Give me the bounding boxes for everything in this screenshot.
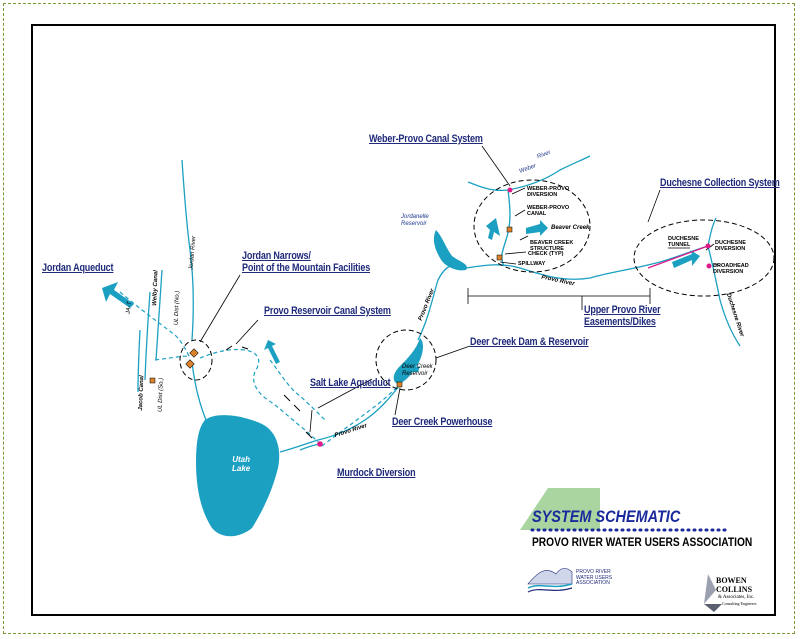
facility-nodes xyxy=(149,187,712,447)
prwua-logo-line1: PROVO RIVER xyxy=(576,569,611,575)
label-spillway: SPILLWAY xyxy=(518,261,546,267)
node-duchesne-diversion xyxy=(705,243,711,249)
arrow-jordan-aqueduct xyxy=(102,282,134,308)
weber-provo-diversion-line2: DIVERSION xyxy=(527,192,558,198)
title-green-shape xyxy=(520,488,600,530)
schematic-title: SYSTEM SCHEMATIC xyxy=(532,507,681,526)
arrow-deer-creek xyxy=(406,364,420,372)
label-jordan-aqueduct: Jordan Aqueduct xyxy=(42,262,114,274)
utah-lake xyxy=(196,415,280,537)
label-jacob-canal: Jacob Canal xyxy=(138,375,146,411)
bowen-collins-logo xyxy=(704,574,722,612)
label-ul-dist-so: UL Dist (So.) xyxy=(157,377,165,413)
label-deer-creek-powerhouse: Deer Creek Powerhouse xyxy=(392,416,493,428)
jordanelle-line1: Jordanelle xyxy=(401,214,429,220)
bowen-line: BOWEN xyxy=(716,576,747,585)
utah-lake-line2: Lake xyxy=(232,464,251,473)
arrow-weber-provo xyxy=(486,218,500,240)
node-broadhead-diversion xyxy=(706,263,712,269)
label-salt-lake-aqueduct: Salt Lake Aqueduct xyxy=(310,377,391,389)
node-murdock-diversion xyxy=(317,441,323,447)
duchesne-tunnel-line1: DUCHESNE xyxy=(668,236,699,242)
aqueduct-lines xyxy=(119,291,399,447)
label-ul-dist-no: UL Dist (No.) xyxy=(173,290,181,326)
label-beaver-creek-structure: BEAVER CREEK STRUCTURE xyxy=(530,240,573,252)
prwua-logo-line2: WATER USERS xyxy=(576,574,613,581)
jordanelle-line2: Reservoir xyxy=(401,221,427,227)
associates-line: & Associates, Inc. xyxy=(718,595,755,600)
collins-line: COLLINS xyxy=(716,585,753,594)
arrow-provo-canal xyxy=(264,340,280,364)
node-jordan-narrows-1 xyxy=(189,348,199,358)
duchesne-tunnel-line xyxy=(647,245,709,269)
label-upper-provo: Upper Provo River Easements/Dikes xyxy=(584,304,661,328)
schematic-subtitle: PROVO RIVER WATER USERS ASSOCIATION xyxy=(532,535,753,549)
beaver-creek-structure-line2: STRUCTURE xyxy=(530,246,564,252)
label-deer-creek-dam: Deer Creek Dam & Reservoir xyxy=(470,336,589,348)
arrow-duchesne xyxy=(672,250,700,268)
duchesne-diversion-line2: DIVERSION xyxy=(715,246,746,252)
label-jordan-narrows-line1: Jordan Narrows/ xyxy=(242,250,311,262)
node-spillway xyxy=(496,254,503,261)
label-duchesne-collection-system: Duchesne Collection System xyxy=(660,177,780,189)
deer-creek-reservoir xyxy=(393,338,423,384)
weber-provo-canal-line2: CANAL xyxy=(527,211,547,217)
node-beaver-creek xyxy=(506,226,513,233)
label-weber-provo-canal: WEBER-PROVO CANAL xyxy=(527,205,569,217)
weber-provo-diversion-line1: WEBER-PROVO xyxy=(527,186,570,192)
node-deer-creek-powerhouse xyxy=(396,381,403,388)
outer-dashed-border xyxy=(3,3,795,634)
deer-creek-res-line2: Reservoir xyxy=(402,371,428,377)
canal-ticks xyxy=(225,345,313,439)
label-upper-provo-line1: Upper Provo River xyxy=(584,304,661,316)
label-duchesne-diversion: DUCHESNE DIVERSION xyxy=(715,240,746,252)
river-network xyxy=(137,155,741,453)
facility-ellipses xyxy=(179,179,775,391)
beaver-creek-structure-line1: BEAVER CREEK xyxy=(530,240,574,246)
prwua-logo-line3: ASSOCIATION xyxy=(576,580,610,586)
label-deer-creek-reservoir: Deer Creek Reservoir xyxy=(402,364,433,378)
consulting-engineers-line: Consulting Engineers xyxy=(722,601,757,606)
utah-lake-line1: Utah xyxy=(232,455,250,464)
broadhead-line1: BROADHEAD xyxy=(713,263,749,269)
flow-arrows xyxy=(102,218,700,372)
node-jacob-canal xyxy=(149,377,156,384)
label-welby-canal: Welby Canal xyxy=(152,270,160,306)
broadhead-line2: DIVERSION xyxy=(713,269,744,275)
label-broadhead-diversion: BROADHEAD DIVERSION xyxy=(713,263,749,275)
label-jordanelle: Jordanelle Reservoir xyxy=(401,214,429,228)
label-provo-reservoir-canal: Provo Reservoir Canal System xyxy=(264,305,391,317)
label-duchesne-tunnel: DUCHESNE TUNNEL xyxy=(668,236,699,248)
prwua-logo xyxy=(527,568,573,593)
label-murdock-diversion: Murdock Diversion xyxy=(337,467,416,479)
leader-lines xyxy=(199,145,721,433)
duchesne-diversion-line1: DUCHESNE xyxy=(715,240,746,246)
label-jordan-narrows: Jordan Narrows/ Point of the Mountain Fa… xyxy=(242,250,370,274)
label-weber-provo-diversion: WEBER-PROVO DIVERSION xyxy=(527,186,569,198)
label-upper-provo-line2: Easements/Dikes xyxy=(584,316,656,328)
label-weber-provo-canal-system: Weber-Provo Canal System xyxy=(369,133,483,145)
arrow-beaver-creek xyxy=(526,220,548,236)
node-jordan-narrows-2 xyxy=(185,359,195,369)
label-beaver-creek: Beaver Creek xyxy=(551,225,590,231)
deer-creek-res-line1: Deer Creek xyxy=(402,364,433,370)
weber-provo-canal-line1: WEBER-PROVO xyxy=(527,205,570,211)
label-jordan-narrows-line2: Point of the Mountain Facilities xyxy=(242,262,371,274)
node-weber-provo-diversion xyxy=(507,187,513,193)
jordanelle-reservoir xyxy=(433,230,467,271)
label-utah-lake: Utah Lake xyxy=(232,455,250,473)
prwua-logo-text: PROVO RIVER WATER USERS ASSOCIATION xyxy=(576,569,613,587)
duchesne-tunnel-line2: TUNNEL xyxy=(668,242,691,248)
label-check-typ: CHECK (TYP) xyxy=(528,251,564,257)
